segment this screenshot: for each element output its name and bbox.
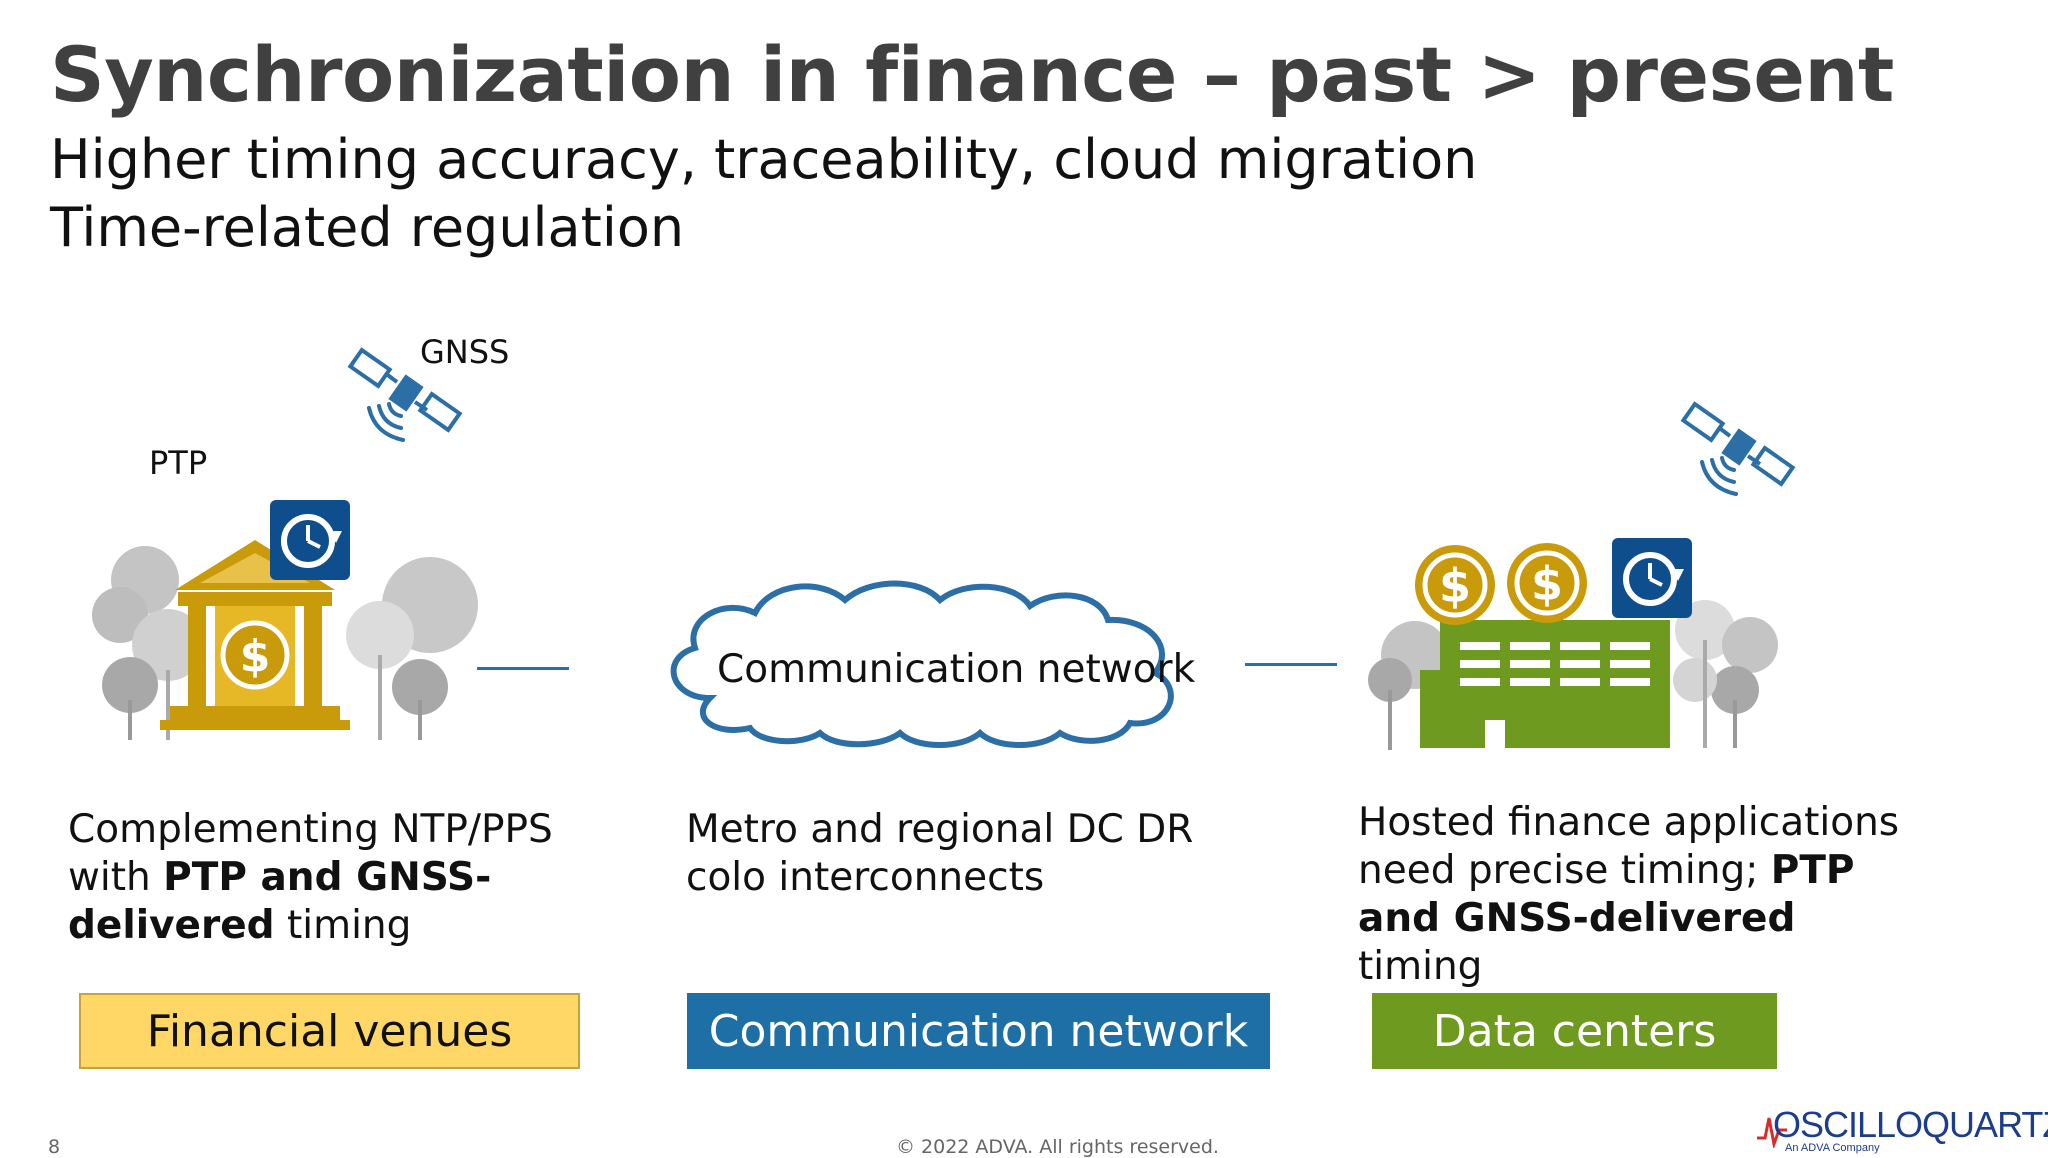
cloud-icon [670,580,1174,748]
description-run: timing [274,903,412,948]
cloud-label: Communication network [717,647,1196,692]
datacenter-icon [1420,620,1670,748]
logo-text: OSCILLOQUARTZ [1773,1104,2048,1145]
dollar-coin-icon: $ [1507,543,1587,623]
tree-icon [346,557,478,740]
clock-sync-icon [1612,538,1692,618]
satellite-icon [347,347,463,442]
category-financial-venues: Financial venues [79,993,580,1069]
datacenter-illustration: $ $ [1368,538,1778,750]
logo-pulse-icon [1757,1117,1787,1148]
logo-subtext: An ADVA Company [1785,1142,1880,1154]
copyright-text: © 2022 ADVA. All rights reserved. [896,1136,1219,1158]
description-run: Metro and regional DC DR colo interconne… [686,807,1194,900]
connector-line [1245,663,1337,666]
description-run: Complementing NTP/PPS with [68,807,553,900]
ptp-label: PTP [149,444,208,482]
tree-icon [1673,600,1778,748]
clock-sync-icon [270,500,350,580]
tree-icon [92,546,204,740]
svg-text:$: $ [1439,559,1471,613]
dollar-coin-icon: $ [1415,545,1495,625]
svg-text:$: $ [1531,557,1563,611]
slide-title: Synchronization in finance – past > pres… [50,30,1894,119]
category-communication-network: Communication network [687,993,1270,1069]
subtitle-line-2: Time-related regulation [50,196,685,259]
communication-network-description: Metro and regional DC DR colo interconne… [686,806,1206,902]
financial-venues-description: Complementing NTP/PPS with PTP and GNSS-… [68,806,568,950]
description-run: timing [1358,944,1483,989]
svg-text:$: $ [240,631,271,682]
gnss-label: GNSS [420,333,510,371]
satellite-icon [1680,401,1796,496]
category-data-centers: Data centers [1372,993,1777,1069]
data-centers-description: Hosted finance applications need precise… [1358,799,1918,991]
connector-line [477,667,569,670]
subtitle-line-1: Higher timing accuracy, traceability, cl… [50,128,1478,191]
description-run: PTP and GNSS-delivered [68,855,492,948]
financial-venue-illustration: $ [92,500,478,740]
description-run: PTP and GNSS-delivered [1358,848,1855,941]
description-run: Hosted finance applications need precise… [1358,800,1900,893]
page-number: 8 [48,1136,61,1158]
